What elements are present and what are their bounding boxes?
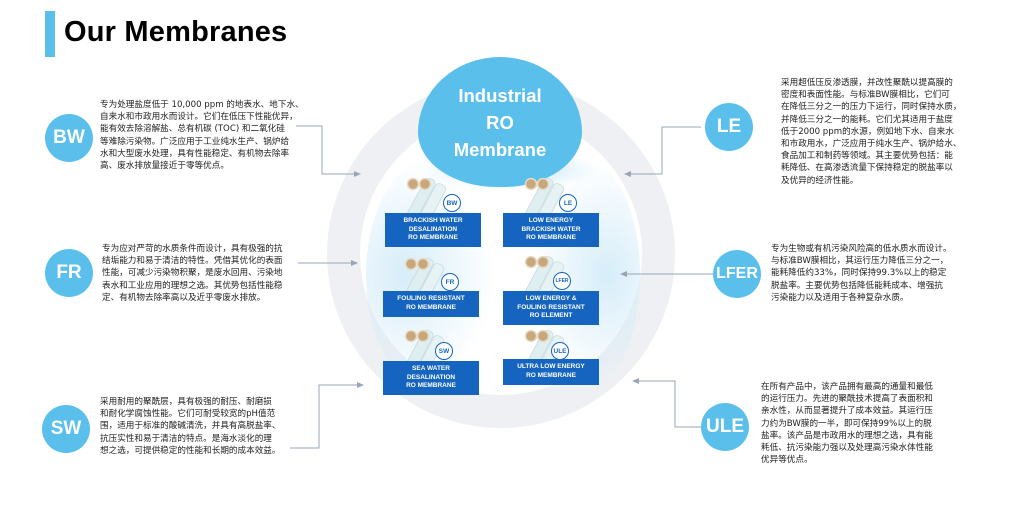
hub-line-2: RO <box>486 111 514 133</box>
product-label-line: DESALINATION <box>408 225 458 233</box>
description-line: 耗降低、在高渗透流量下保持稳定的脱盐率以 <box>781 163 953 174</box>
description-line: 专为生物或有机污染风险高的低水质水而设计。 <box>771 244 952 254</box>
description-line: 并降低三分之一的能耗。它们尤其适用于盐度 <box>781 114 953 125</box>
description-line: 的运行压力。先进的聚酰技术提高了表面积和 <box>761 394 933 405</box>
product-label-le: LOW ENERGY BRACKISH WATER RO MEMBRANE <box>503 213 599 247</box>
product-card-sw: SW SEA WATER DESALINATION RO MEMBRANE <box>383 330 483 395</box>
description-line: 密度和表面性能。与标准BW膜相比，它们可 <box>781 90 950 101</box>
node-bw: BW <box>45 114 93 162</box>
description-sw: 采用耐用的聚酰层，具有极强的耐压、耐磨损 和耐化学腐蚀性能。它们可耐受较宽的pH… <box>100 396 280 457</box>
description-line: 抗压实性和易于清洁的特点。是海水淡化的理 <box>100 433 272 444</box>
description-line: 食品加工和制药等领域。其主要优势包括：能 <box>781 151 953 162</box>
description-line: 围，适用于标准的酸碱清洗，并具有高脱盐率、 <box>100 421 281 432</box>
description-line: 低于2000 ppm的水源，例如地下水、自来水 <box>781 126 954 137</box>
connector-bw <box>296 125 361 177</box>
description-line: 结垢能力和易于清洁的特性。凭借其优化的表面 <box>102 256 283 267</box>
description-line: 脱盐率。主要优势包括降低能耗成本、增强抗 <box>771 280 943 291</box>
description-ule: 在所有产品中，该产品拥有最高的通量和最低 的运行压力。先进的聚酰技术提高了表面积… <box>761 381 933 466</box>
title-accent-bar <box>45 11 55 57</box>
product-badge-bw: BW <box>443 194 461 212</box>
description-line: 污染能力以及适用于各种复杂水质。 <box>771 292 909 303</box>
connector-sw <box>290 382 364 449</box>
description-lfer: 专为生物或有机污染风险高的低水质水而设计。 与标准BW膜相比，其运行压力降低三分… <box>771 243 951 304</box>
product-badge-fr: FR <box>441 273 459 291</box>
product-label-line: DESALINATION <box>406 373 456 381</box>
product-label-line: BRACKISH WATER <box>521 225 581 233</box>
product-card-lfer: LFER LOW ENERGY & FOULING RESISTANT RO E… <box>503 256 603 325</box>
description-line: 水和大型废水处理，具有性能稳定、有机物去除率 <box>100 148 290 159</box>
product-card-le: LE LOW ENERGY BRACKISH WATER RO MEMBRANE <box>503 178 603 247</box>
product-label-line: BRACKISH WATER <box>403 217 463 225</box>
product-label-line: FOULING RESISTANT <box>517 303 585 311</box>
description-line: 盐率。该产品是市政用水的理想之选，具有能 <box>761 430 933 441</box>
description-line: 和耐化学腐蚀性能。它们可耐受较宽的pH值范 <box>100 409 276 420</box>
page-title: Our Membranes <box>64 16 288 48</box>
node-lfer: LFER <box>713 250 761 298</box>
description-line: 力约为BW膜的一半，即可保持99%以上的脱 <box>761 418 932 429</box>
hub-industrial-ro-membrane: Industrial RO Membrane <box>418 57 582 187</box>
description-line: 采用超低压反渗透膜，并改性聚酰以提高膜的 <box>781 78 953 88</box>
connector-le <box>624 126 701 177</box>
product-label-line: RO MEMBRANE <box>406 382 456 390</box>
product-label-line: RO MEMBRANE <box>526 234 576 242</box>
hub-line-1: Industrial <box>458 84 542 106</box>
node-fr: FR <box>45 249 93 297</box>
description-line: 性能，可减少污染物积聚，是废水回用、污染地 <box>102 268 283 279</box>
description-le: 采用超低压反渗透膜，并改性聚酰以提高膜的 密度和表面性能。与标准BW膜相比，它们… <box>781 77 961 187</box>
description-line: 耗低、抗污染能力强以及处理高污染水体性能 <box>761 443 933 454</box>
description-bw: 专为处理盐度低于 10,000 ppm 的地表水、地下水、 自来水和市政用水而设… <box>100 99 304 172</box>
product-label-sw: SEA WATER DESALINATION RO MEMBRANE <box>383 361 479 395</box>
product-badge-sw: SW <box>435 342 453 360</box>
product-label-line: ULTRA LOW ENERGY <box>517 363 585 371</box>
product-label-line: RO ELEMENT <box>529 312 573 320</box>
product-badge-le: LE <box>559 194 577 212</box>
product-card-ule: ULE ULTRA LOW ENERGY RO MEMBRANE <box>503 330 603 394</box>
description-line: 优异等优点。 <box>761 455 813 466</box>
description-line: 和市政用水，广泛应用于纯水生产、锅炉给水、 <box>781 139 962 150</box>
description-line: 能耗降低约33%，同时保持99.3%以上的稳定 <box>771 268 947 279</box>
product-label-lfer: LOW ENERGY & FOULING RESISTANT RO ELEMEN… <box>503 291 599 325</box>
node-le: LE <box>705 103 753 151</box>
product-label-fr: FOULING RESISTANT RO MEMBRANE <box>383 291 479 317</box>
node-sw: SW <box>42 405 90 453</box>
product-card-bw: BW BRACKISH WATER DESALINATION RO MEMBRA… <box>385 178 485 247</box>
product-card-fr: FR FOULING RESISTANT RO MEMBRANE <box>383 258 483 322</box>
description-line: 亲水性，从而显著提升了成本效益。其运行压 <box>761 406 933 417</box>
membrane-tubes-image <box>522 178 565 218</box>
description-line: 表水和工业应用的理想之选。其优势包括性能稳 <box>102 280 283 291</box>
description-line: 在降低三分之一的压力下运行，同时保持水质， <box>781 102 962 113</box>
description-fr: 专为应对严苛的水质条件而设计，具有极强的抗 结垢能力和易于清洁的特性。凭借其优化… <box>102 243 282 304</box>
product-label-ule: ULTRA LOW ENERGY RO MEMBRANE <box>503 359 599 385</box>
product-label-line: LOW ENERGY <box>528 217 574 225</box>
description-line: 专为处理盐度低于 10,000 ppm 的地表水、地下水、 <box>100 100 304 110</box>
description-line: 想之选，可提供稳定的性能和长期的成本效益。 <box>100 445 281 456</box>
node-ule: ULE <box>701 403 749 451</box>
product-label-line: RO MEMBRANE <box>408 234 458 242</box>
product-label-line: RO MEMBRANE <box>406 304 456 311</box>
description-line: 能有效去除溶解盐、总有机碳 (TOC) 和二氧化硅 <box>100 124 285 135</box>
description-line: 在所有产品中，该产品拥有最高的通量和最低 <box>761 382 933 392</box>
membrane-tubes-image <box>404 178 447 218</box>
product-label-line: SEA WATER <box>412 365 450 373</box>
description-line: 采用耐用的聚酰层，具有极强的耐压、耐磨损 <box>100 397 272 407</box>
product-badge-lfer: LFER <box>553 272 571 290</box>
product-label-line: RO MEMBRANE <box>526 372 576 379</box>
description-line: 等难除污染物。广泛应用于工业纯水生产、锅炉给 <box>100 136 290 147</box>
description-line: 高、废水排放量接近于零等优点。 <box>100 161 229 172</box>
description-line: 及优异的经济性能。 <box>781 175 859 186</box>
description-line: 自来水和市政用水而设计。它们在低压下性能优异， <box>100 112 298 123</box>
hub-line-3: Membrane <box>453 138 547 160</box>
description-line: 定、有机物去除率高以及近乎零废水排放。 <box>102 292 266 303</box>
description-line: 专为应对严苛的水质条件而设计，具有极强的抗 <box>102 244 283 254</box>
product-label-line: FOULING RESISTANT <box>397 295 465 303</box>
product-label-line: LOW ENERGY & <box>525 295 577 303</box>
product-badge-ule: ULE <box>551 342 569 360</box>
product-label-bw: BRACKISH WATER DESALINATION RO MEMBRANE <box>385 213 481 247</box>
connector-ule <box>632 378 703 428</box>
description-line: 与标准BW膜相比，其运行压力降低三分之一， <box>771 256 949 267</box>
